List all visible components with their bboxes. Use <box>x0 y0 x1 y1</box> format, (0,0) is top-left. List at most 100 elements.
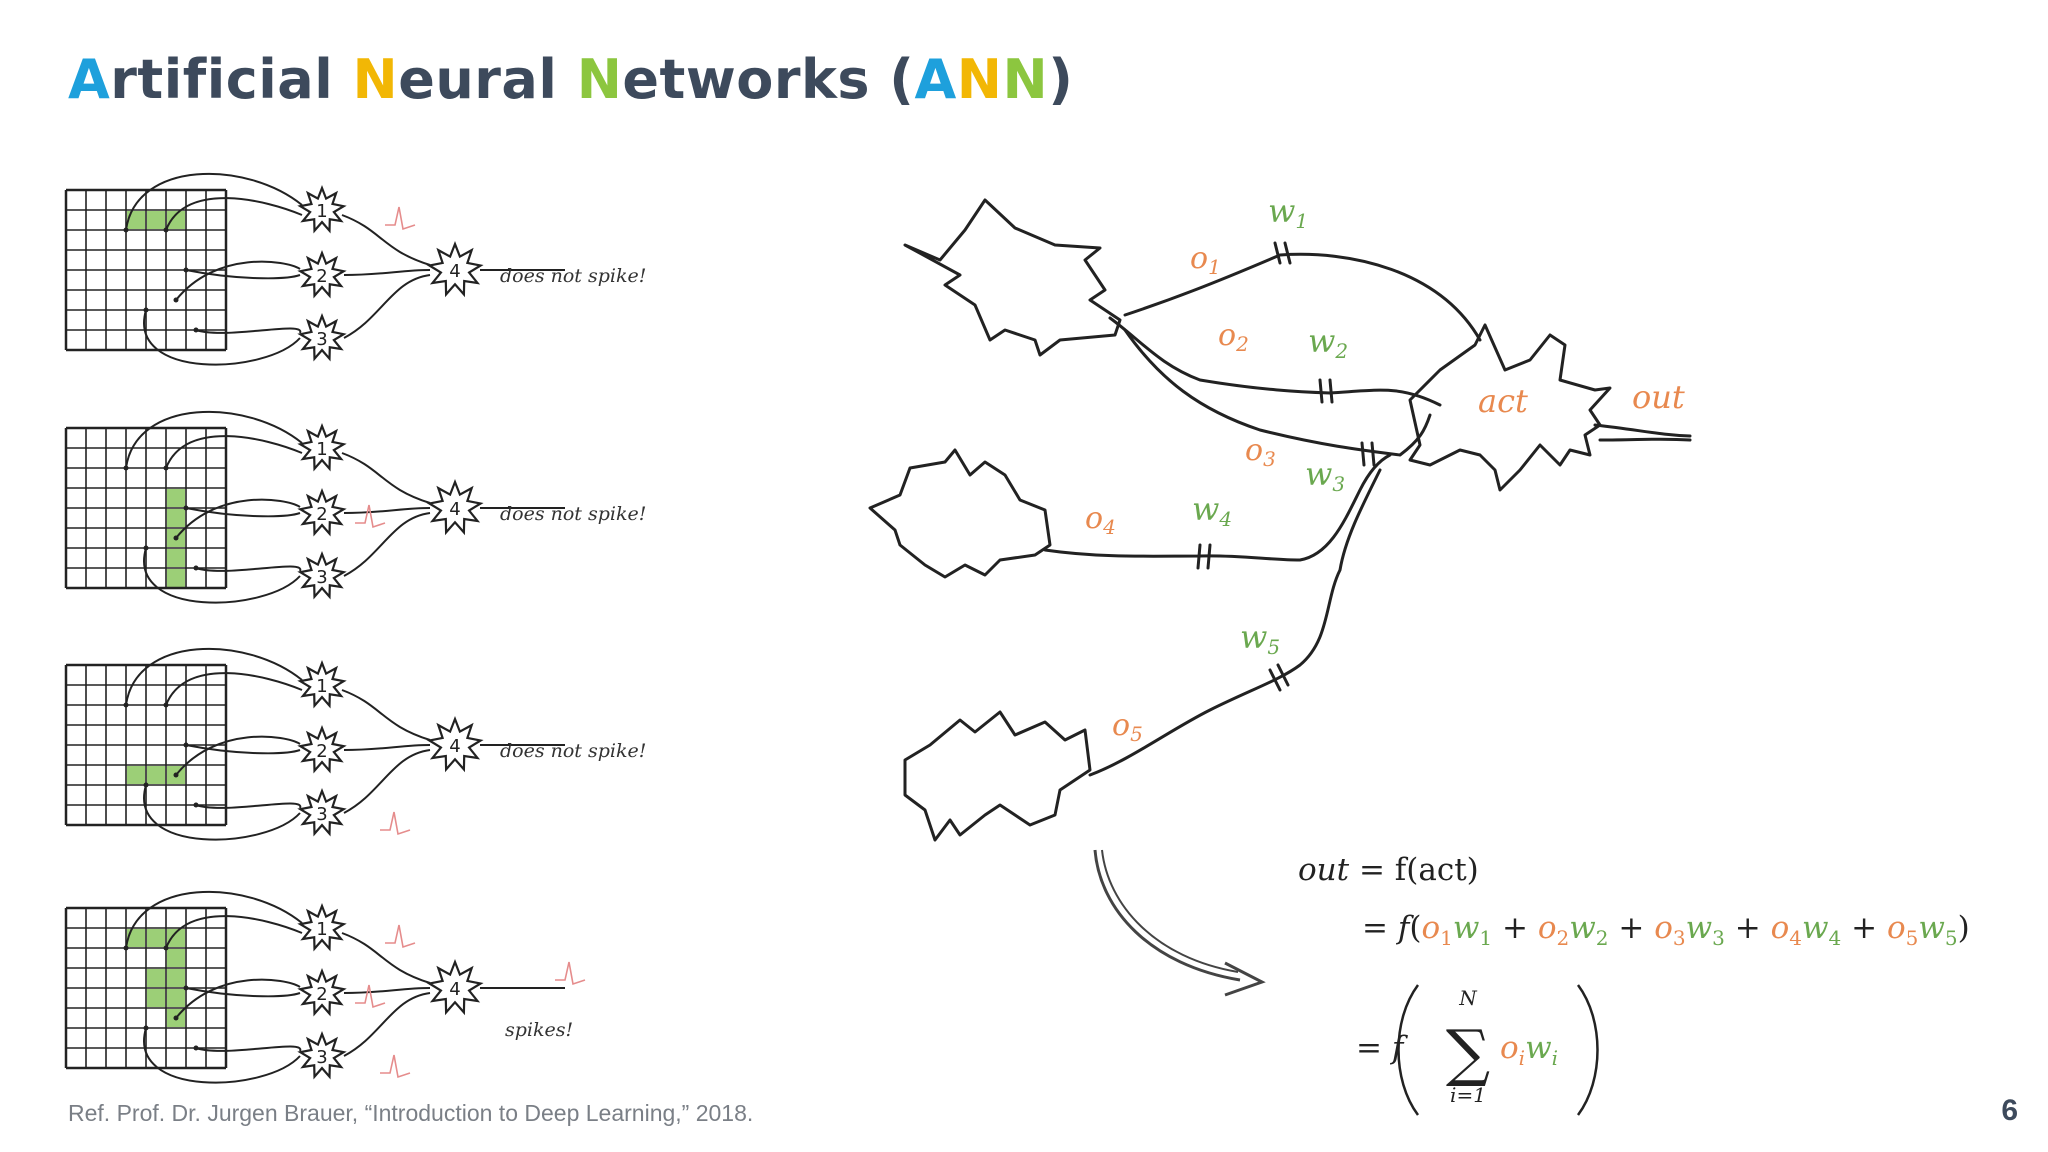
input-neuron-3 <box>903 710 1092 842</box>
neuron-3 <box>297 550 347 600</box>
neuron-2-label: 2 <box>316 266 327 287</box>
pixel-dot <box>183 505 189 511</box>
neuron-4-label: 4 <box>449 736 460 757</box>
active-pixel <box>167 929 185 947</box>
neuron-1 <box>297 902 347 952</box>
neuron-wire <box>195 802 302 809</box>
neuron-wire <box>341 214 431 266</box>
neuron-3-label: 3 <box>316 329 327 350</box>
spike-mark <box>555 961 586 986</box>
neuron-1 <box>297 184 347 234</box>
neuron-wire <box>185 507 301 518</box>
neuron-wire <box>343 512 431 577</box>
spike-mark <box>385 924 416 949</box>
label-w1: w1 <box>1268 192 1308 233</box>
label-o5-sub: 5 <box>1130 722 1143 746</box>
label-w1-sub: 1 <box>1295 209 1308 233</box>
connection-1 <box>1123 252 1482 342</box>
active-pixel <box>167 989 185 1007</box>
formula-line-1: out = f(act) <box>1298 852 1479 888</box>
label-o4-sub: 4 <box>1102 515 1116 539</box>
pixel-dot <box>123 465 129 471</box>
neuron-wire <box>143 1027 301 1084</box>
label-w5: w5 <box>1240 618 1280 659</box>
neuron-wire <box>165 435 303 469</box>
pixel-dot <box>143 307 149 313</box>
active-pixel <box>127 929 145 947</box>
connection-2 <box>1108 316 1442 407</box>
neuron-wire <box>165 197 303 231</box>
title-part: A <box>68 48 111 111</box>
neuron-wire <box>125 890 303 949</box>
formula-rhs-1: = f(act) <box>1359 852 1479 888</box>
pixel-dot <box>143 1025 149 1031</box>
label-w4: w4 <box>1192 490 1232 531</box>
neuron-wire <box>165 672 303 706</box>
neuron-wire <box>341 932 431 984</box>
neuron-2 <box>297 967 347 1017</box>
neuron-wire <box>341 689 431 741</box>
neuron-wire <box>343 749 431 814</box>
pixel-dot <box>173 297 179 303</box>
paren-left <box>1397 984 1420 1116</box>
connection-4 <box>1043 453 1392 562</box>
spike-mark <box>385 206 416 231</box>
neuron-wire <box>185 744 301 755</box>
neuron-diagram <box>868 198 1692 842</box>
label-w5-sub: 5 <box>1267 635 1280 659</box>
arrow-shaft <box>1093 849 1241 982</box>
neuron-4 <box>426 478 484 536</box>
neuron-2 <box>297 487 347 537</box>
title-part: N <box>956 48 1003 111</box>
arrow-shaft-2 <box>1101 849 1239 973</box>
title-part: A <box>914 48 957 111</box>
neuron-3 <box>297 1030 347 1080</box>
input-neuron-1 <box>903 198 1122 357</box>
pixel-dot <box>183 742 189 748</box>
neuron-3-label: 3 <box>316 567 327 588</box>
label-w2-sub: 2 <box>1334 339 1348 363</box>
pixel-dot <box>123 702 129 708</box>
label-w2: w2 <box>1308 322 1348 363</box>
neuron-wire <box>195 1045 302 1052</box>
sum-sign: ∑ <box>1446 1016 1490 1089</box>
neuron-1 <box>297 659 347 709</box>
diagram-labels: o1 w1 o2 w2 o3 w3 o4 w4 o5 w5 act out <box>1085 192 1685 746</box>
neuron-wire <box>343 274 431 339</box>
output-axon-2 <box>1598 437 1692 442</box>
title-part: ) <box>1048 48 1074 111</box>
neuron-3 <box>297 312 347 362</box>
title-part: etworks ( <box>622 48 915 111</box>
arrow-head <box>1224 961 1266 997</box>
title-part: N <box>576 48 623 111</box>
label-o4: o4 <box>1085 501 1116 539</box>
pixel-dot <box>163 945 169 951</box>
label-w3-sub: 3 <box>1332 472 1345 496</box>
neuron-wire <box>195 327 302 334</box>
neuron-4 <box>426 958 484 1016</box>
neuron-wire <box>343 987 431 994</box>
label-w4-sub: 4 <box>1218 507 1232 531</box>
neuron-wire <box>175 735 301 776</box>
label-out: out <box>1632 378 1685 416</box>
synapse-2 <box>1318 378 1334 404</box>
neuron-wire <box>125 410 303 469</box>
active-pixel <box>167 569 185 587</box>
pixel-dot <box>123 945 129 951</box>
curved-arrow <box>1093 849 1266 997</box>
pixel-dot <box>193 802 199 808</box>
spike-mark <box>355 504 386 529</box>
neuron-4 <box>426 715 484 773</box>
spike-mark <box>380 811 411 836</box>
active-pixel <box>167 549 185 567</box>
pixel-dot <box>193 1045 199 1051</box>
neuron-wire <box>175 498 301 539</box>
pixel-dot <box>193 565 199 571</box>
neuron-3-label: 3 <box>316 804 327 825</box>
title-part: eural <box>398 48 577 111</box>
synapse-3 <box>1360 441 1376 467</box>
